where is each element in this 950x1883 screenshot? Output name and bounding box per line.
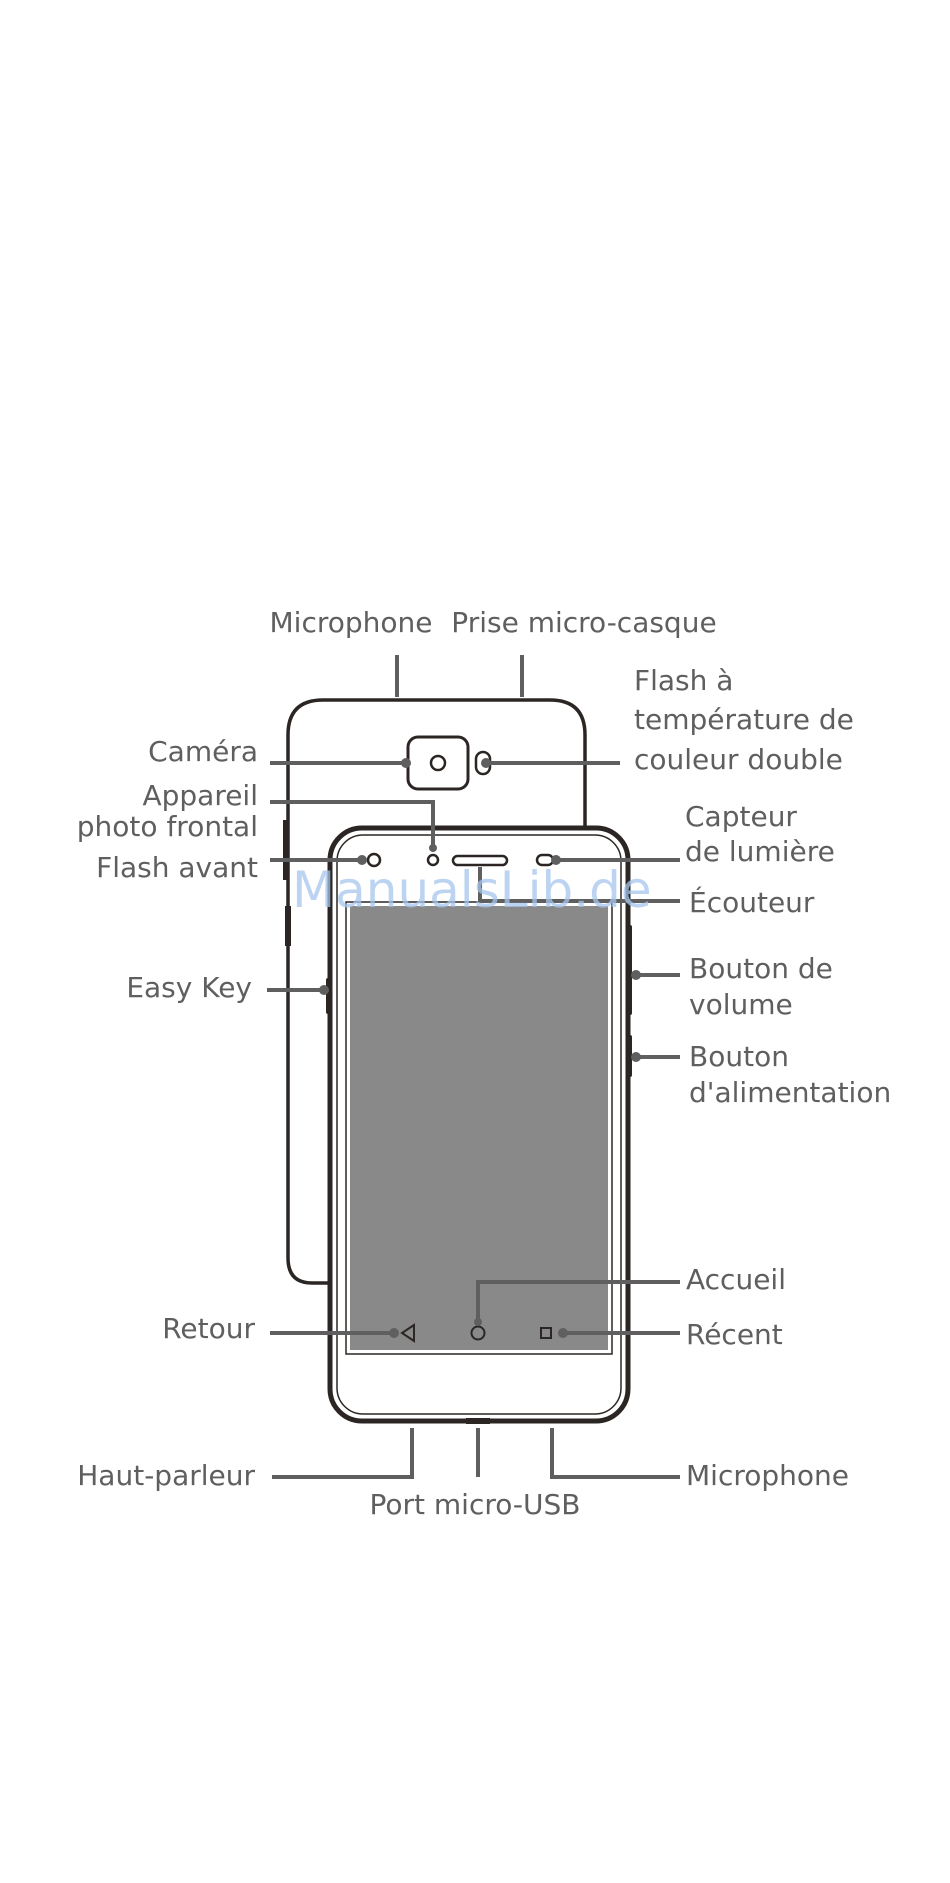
label-home: Accueil <box>686 1263 786 1296</box>
dot-front-camera <box>429 844 437 852</box>
dot-recent <box>558 1328 568 1338</box>
usb-port <box>466 1418 490 1424</box>
dot-volume <box>631 970 641 980</box>
power-button <box>626 1035 632 1077</box>
dot-home <box>474 1318 482 1326</box>
dot-camera <box>401 758 411 768</box>
label-headset-jack: Prise micro-casque <box>451 606 716 639</box>
label-earpiece: Écouteur <box>689 885 815 919</box>
label-front-camera-line2: photo frontal <box>77 810 258 843</box>
dot-power <box>631 1052 641 1062</box>
label-volume-line1: Bouton de <box>689 952 833 985</box>
label-camera: Caméra <box>148 735 258 768</box>
dot-back <box>389 1328 399 1338</box>
dot-flash <box>481 758 491 768</box>
label-flash-line3: couleur double <box>634 743 843 776</box>
label-power-line1: Bouton <box>689 1040 789 1073</box>
back-left-strip <box>283 820 289 880</box>
watermark: ManualsLib.de <box>292 861 652 919</box>
dot-easy-key <box>319 985 329 995</box>
label-light-sensor-line1: Capteur <box>685 800 797 833</box>
rear-camera-lens <box>431 756 445 770</box>
label-power-line2: d'alimentation <box>689 1076 891 1109</box>
label-microphone-bottom: Microphone <box>686 1459 849 1492</box>
label-flash-line1: Flash à <box>634 664 733 697</box>
volume-button <box>626 925 632 1015</box>
leader-speaker <box>272 1428 412 1477</box>
label-easy-key: Easy Key <box>126 971 252 1004</box>
leader-microphone-bottom <box>552 1428 680 1477</box>
back-side-button <box>285 906 291 946</box>
label-usb-port: Port micro-USB <box>370 1488 581 1521</box>
label-flash-line2: température de <box>634 703 854 736</box>
label-microphone-top: Microphone <box>270 606 433 639</box>
label-back: Retour <box>162 1312 255 1345</box>
label-front-flash: Flash avant <box>96 851 258 884</box>
easy-key-button <box>326 978 332 1014</box>
label-light-sensor-line2: de lumière <box>685 835 835 868</box>
label-recent: Récent <box>686 1318 783 1351</box>
label-volume-line2: volume <box>689 988 793 1021</box>
label-speaker: Haut-parleur <box>77 1459 255 1492</box>
label-front-camera-line1: Appareil <box>142 779 258 812</box>
